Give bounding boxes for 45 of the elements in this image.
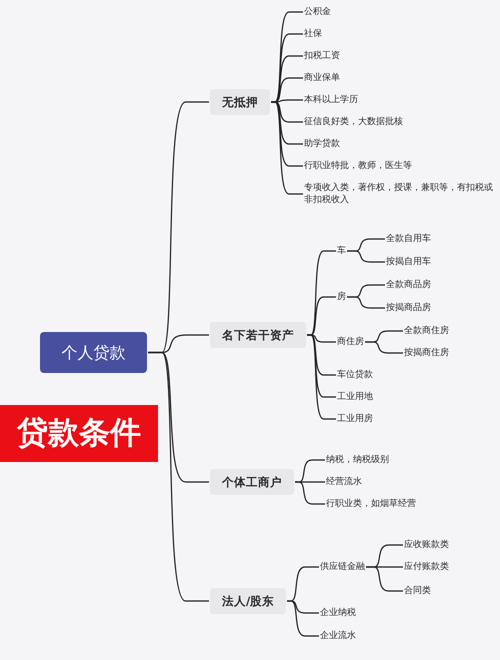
connector-line — [271, 101, 303, 195]
connector-line — [347, 250, 385, 263]
topic-label: 企业流水 — [320, 630, 356, 642]
topic-label: 征信良好类，大数据批核 — [304, 116, 403, 128]
topic-label: 商住房 — [337, 336, 364, 348]
topic-label: 助学贷款 — [304, 138, 340, 150]
topic-label: 行职业类，如烟草经营 — [326, 498, 416, 510]
topic-label: 纳税，纳税级别 — [326, 454, 389, 466]
topic-label: 扣税工资 — [304, 50, 340, 62]
branch-box: 无抵押 — [210, 89, 270, 115]
topic-label: 全款商品房 — [386, 279, 431, 291]
topic-label: 工业用地 — [337, 391, 373, 403]
topic-label: 房 — [337, 291, 346, 303]
topic-label: 本科以上学历 — [304, 94, 358, 106]
topic-label: 经营流水 — [326, 476, 362, 488]
connector-line — [366, 566, 403, 592]
branch-box: 个体工商户 — [210, 469, 294, 495]
topic-label: 按揭自用车 — [386, 256, 431, 268]
topic-label: 公积金 — [304, 6, 331, 18]
connector-line — [307, 334, 336, 420]
connector-line — [365, 341, 403, 354]
topic-label: 车 — [337, 245, 346, 257]
topic-label: 全款自用车 — [386, 233, 431, 245]
topic-label: 应付账款类 — [404, 561, 449, 573]
title-banner: 贷款条件 — [0, 405, 158, 462]
topic-label: 按揭商住房 — [404, 347, 449, 359]
topic-label: 社保 — [304, 28, 322, 40]
connector-line — [287, 600, 319, 637]
topic-label: 按揭商品房 — [386, 302, 431, 314]
topic-box: 个人贷款 — [40, 332, 147, 372]
topic-label: 工业用房 — [337, 413, 373, 425]
topic-label: 行职业特批，教师，医生等 — [304, 160, 412, 172]
topic-label: 合同类 — [404, 585, 431, 597]
topic-label: 全款商住房 — [404, 325, 449, 337]
topic-label: 专项收入类，著作权，授课，兼职等，有扣税或非扣税收入 — [304, 182, 496, 206]
connector-line — [148, 352, 209, 602]
topic-label: 商业保单 — [304, 72, 340, 84]
topic-label: 企业纳税 — [320, 607, 356, 619]
topic-label: 供应链金融 — [320, 561, 365, 573]
branch-box: 名下若干资产 — [210, 322, 306, 348]
branch-box: 法人/股东 — [210, 588, 286, 614]
connector-line — [347, 296, 385, 309]
topic-label: 应收账款类 — [404, 539, 449, 551]
connector-line — [295, 481, 325, 505]
topic-label: 车位贷款 — [337, 369, 373, 381]
